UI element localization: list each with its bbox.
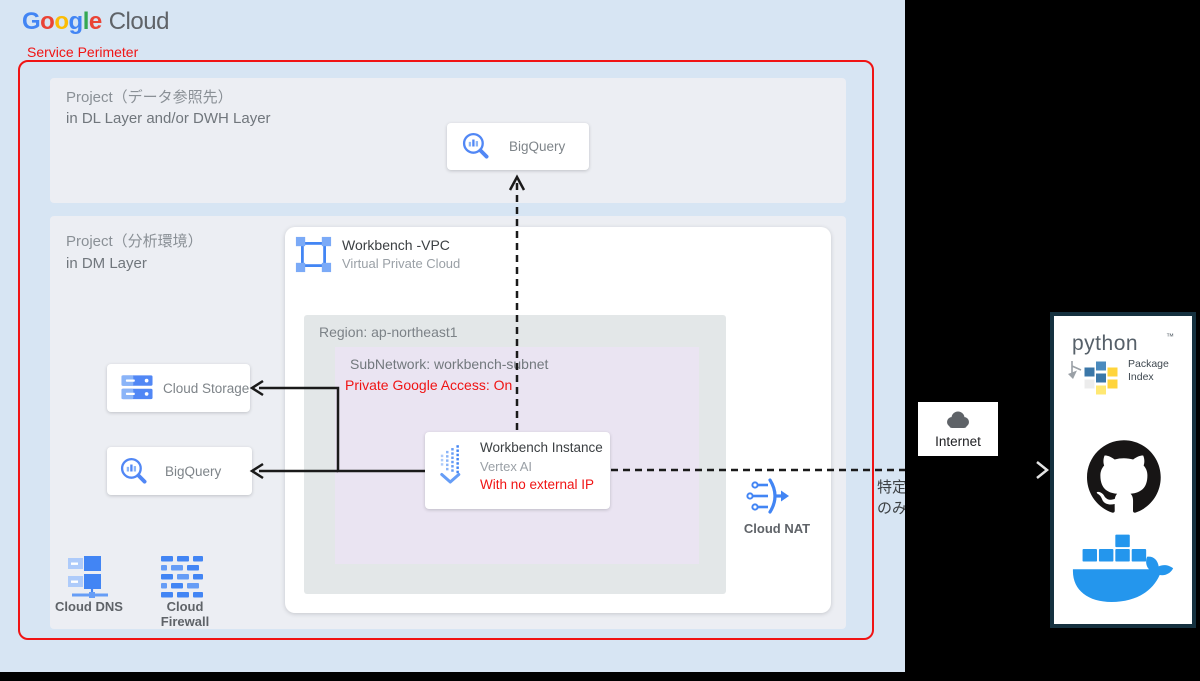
- service-perimeter-boundary: [18, 60, 874, 640]
- internet-node: Internet: [918, 402, 998, 456]
- vertex-ai-workbench-icon: [438, 445, 472, 487]
- vpc-subtitle: Virtual Private Cloud: [342, 256, 461, 271]
- cloud-nat-icon: [744, 477, 790, 519]
- project-analysis-title: Project（分析環境）: [66, 233, 203, 250]
- vpc-title: Workbench -VPC: [342, 237, 450, 253]
- vpc-icon: [295, 236, 332, 273]
- egress-annotation: 特定 のみ: [877, 477, 905, 519]
- cloud-wordmark: Cloud: [108, 8, 170, 35]
- cloud-storage-label: Cloud Storage: [163, 381, 250, 396]
- cloud-dns-label: Cloud DNS: [55, 599, 123, 614]
- cloud-dns-icon: [64, 555, 114, 599]
- pypi-tm: ™: [1166, 332, 1174, 341]
- cloud-storage-icon: [120, 373, 154, 403]
- project-data-title: Project（データ参照先）: [66, 89, 233, 106]
- pypi-package-text: Package: [1128, 358, 1169, 370]
- docker-logo: [1071, 534, 1177, 618]
- bigquery-card-top: BigQuery: [447, 123, 589, 170]
- workbench-subtitle: Vertex AI: [480, 459, 533, 474]
- bigquery-label-top: BigQuery: [509, 139, 566, 154]
- project-data-subtitle: in DL Layer and/or DWH Layer: [66, 110, 271, 127]
- region-label: Region: ap-northeast1: [319, 324, 458, 340]
- egress-annotation-line2: のみ: [877, 500, 905, 517]
- cloud-firewall-icon: [158, 556, 206, 598]
- pypi-cubes-icon: [1066, 356, 1122, 410]
- bigquery-card-left: BigQuery: [107, 447, 252, 495]
- cloud-firewall-label: Cloud Firewall: [160, 599, 210, 629]
- egress-annotation-line1: 特定: [877, 479, 905, 496]
- bigquery-icon: [119, 456, 150, 487]
- egress-arrowhead: [1036, 461, 1050, 479]
- cloud-storage-card: Cloud Storage: [107, 364, 250, 412]
- google-wordmark: Google: [22, 8, 102, 35]
- internet-cloud-icon: [943, 409, 973, 429]
- workbench-title: Workbench Instance: [480, 440, 603, 455]
- internet-label: Internet: [935, 434, 981, 449]
- project-analysis-subtitle: in DM Layer: [66, 255, 147, 272]
- cloud-nat-label: Cloud NAT: [743, 521, 811, 536]
- bigquery-icon: [461, 131, 492, 162]
- pypi-logo: python ™ Package Index: [1064, 330, 1186, 416]
- subnet-label: SubNetwork: workbench-subnet: [350, 356, 549, 372]
- private-google-access-label: Private Google Access: On: [345, 377, 513, 393]
- workbench-instance-card: Workbench Instance Vertex AI With no ext…: [425, 432, 610, 509]
- pypi-index-text: Index: [1128, 371, 1154, 383]
- service-perimeter-label: Service Perimeter: [27, 44, 139, 60]
- github-logo: [1087, 440, 1161, 513]
- external-repos-panel: python ™ Package Index: [1050, 312, 1196, 628]
- pypi-wordmark: python: [1072, 332, 1139, 355]
- bigquery-label-left: BigQuery: [165, 464, 222, 479]
- workbench-no-external-ip-note: With no external IP: [480, 477, 595, 492]
